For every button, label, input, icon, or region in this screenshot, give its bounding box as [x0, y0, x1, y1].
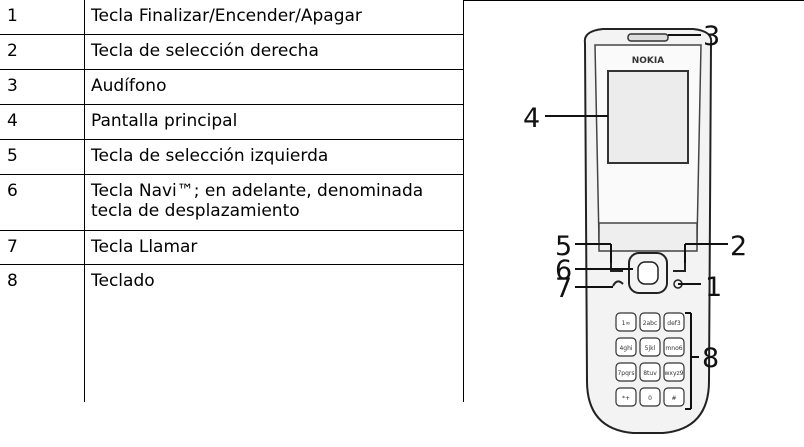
keypad-key-label: mno6 [665, 345, 682, 352]
keypad-key [615, 362, 637, 382]
keypad-key-label: 5jkl [645, 345, 656, 352]
table-row: 3 Audífono [0, 68, 464, 105]
row-number: 5 [0, 138, 85, 175]
table-row: 2 Tecla de selección derecha [0, 33, 464, 70]
table-row: 7 Tecla Llamar [0, 229, 464, 265]
keypad-key [639, 362, 661, 382]
keypad-key-label: 0 [648, 395, 652, 402]
keypad-key [615, 312, 637, 332]
keypad-key-label: # [671, 395, 676, 402]
row-number: 7 [0, 229, 85, 265]
callout-2: 2 [730, 231, 747, 262]
call-key-icon [612, 280, 624, 287]
keypad-key-label: def3 [667, 320, 681, 327]
hinge [598, 222, 698, 252]
keypad: 1∞ 2abc def3 4ghi 5jkl mno6 7pqrs 8tuv wxyz9 *+ 0 # [615, 312, 685, 407]
row-number: 6 [0, 173, 85, 231]
row-number: 1 [0, 0, 85, 35]
keypad-key [639, 337, 661, 357]
row-number: 4 [0, 103, 85, 140]
row-number: 8 [0, 263, 85, 402]
keypad-key [639, 387, 661, 407]
table-row: 1 Tecla Finalizar/Encender/Apagar [0, 0, 464, 35]
keypad-key-label: 1∞ [622, 320, 631, 327]
callout-4: 4 [523, 103, 540, 134]
keypad-key-label: 2abc [643, 320, 658, 327]
keypad-key [639, 312, 661, 332]
table-row: 4 Pantalla principal [0, 103, 464, 140]
keypad-key [615, 337, 637, 357]
callout-7: 7 [555, 273, 572, 304]
keypad-key [663, 337, 685, 357]
earpiece-slot [627, 33, 669, 42]
row-description: Tecla Llamar [84, 229, 464, 265]
brand-logo: NOKIA [632, 56, 665, 66]
phone-figure-cell: NOKIA 1∞ 2abc def3 4ghi 5jkl mno6 7pqrs 8tuv wxy… [463, 0, 804, 442]
row-description: Tecla de selección derecha [84, 33, 464, 70]
row-description: Tecla de selección izquierda [84, 138, 464, 175]
left-softkey [610, 263, 623, 272]
keypad-key [663, 387, 685, 407]
row-description: Audífono [84, 68, 464, 105]
table-row: 5 Tecla de selección izquierda [0, 138, 464, 175]
keypad-key-label: *+ [622, 395, 630, 402]
callout-5: 5 [555, 231, 572, 262]
row-number: 3 [0, 68, 85, 105]
keypad-key [663, 312, 685, 332]
parts-table: 1 Tecla Finalizar/Encender/Apagar 2 Tecl… [0, 0, 464, 402]
right-softkey [673, 263, 686, 272]
row-description: Teclado [84, 263, 464, 402]
callout-1: 1 [705, 272, 722, 303]
phone-diagram: NOKIA 1∞ 2abc def3 4ghi 5jkl mno6 7pqrs 8tuv wxy… [523, 21, 747, 434]
row-description: Tecla Finalizar/Encender/Apagar [84, 0, 464, 35]
row-description: Tecla Navi™; en adelante, denominada tec… [84, 173, 464, 231]
keypad-key-label: wxyz9 [665, 370, 684, 377]
main-screen [607, 70, 689, 164]
callout-6: 6 [555, 255, 572, 286]
callout-3: 3 [703, 21, 720, 52]
row-description: Pantalla principal [84, 103, 464, 140]
callout-8: 8 [702, 343, 719, 374]
row-number: 2 [0, 33, 85, 70]
navi-key-center [637, 261, 659, 285]
keypad-key-label: 7pqrs [617, 370, 634, 377]
keypad-key [663, 362, 685, 382]
keypad-key-label: 8tuv [643, 370, 657, 377]
table-row: 6 Tecla Navi™; en adelante, denominada t… [0, 173, 464, 231]
table-row: 8 Teclado [0, 263, 464, 402]
keypad-key [615, 387, 637, 407]
keypad-key-label: 4ghi [619, 345, 632, 352]
